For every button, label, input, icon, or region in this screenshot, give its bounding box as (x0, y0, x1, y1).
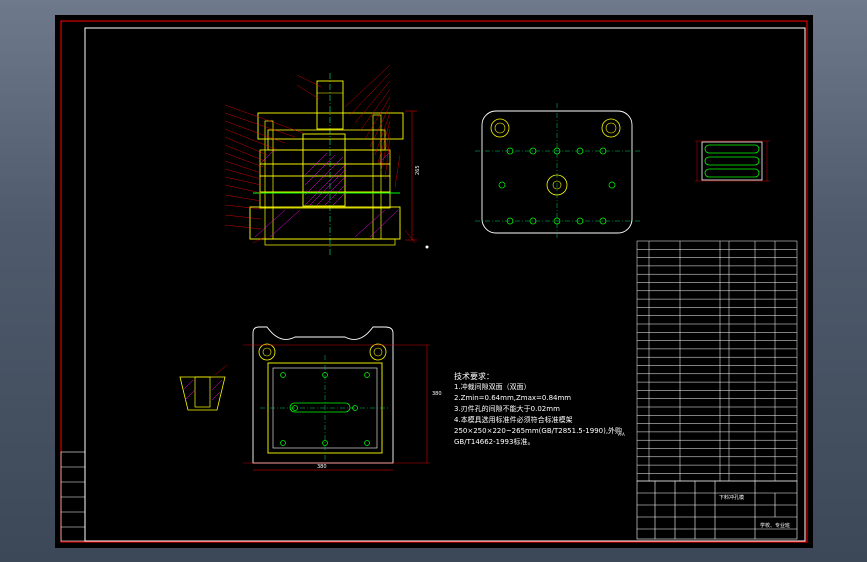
notes-line-4: 4.本模具选用标准件必须符合标准模架 (454, 416, 573, 424)
drawing-name: 下料冲孔模 (719, 494, 744, 501)
technical-notes: 技术要求： 1.冲裁间隙双面（双面） 2.Zmin=0.64mm,Zmax=0.84… (454, 371, 622, 448)
plan-height-dim: 380 (432, 391, 442, 397)
front-section-view: 265 (224, 64, 429, 255)
title-block (636, 480, 798, 540)
section-label: A-A (618, 432, 625, 437)
plan-width-dim: 380 (317, 464, 327, 470)
elev-height-dim: 265 (415, 165, 421, 175)
notes-heading: 技术要求： (454, 372, 494, 381)
lower-plan-view: 380 380 (243, 326, 442, 471)
parts-list-table (636, 240, 798, 482)
notes-line-2: 2.Zmin=0.64mm,Zmax=0.84mm (454, 394, 572, 402)
notes-line-3: 3.刃件孔的间隙不能大于0.02mm (454, 405, 560, 413)
outer-border (60, 20, 808, 543)
workpiece-view (695, 140, 770, 182)
detail-pin-view (179, 364, 228, 411)
notes-line-5: 250×250×220~265mm(GB/T2851.5-1990),外购 (454, 427, 623, 435)
side-stamp (60, 451, 86, 542)
inner-frame (84, 27, 806, 542)
drawing-sheet: 265 (55, 15, 813, 548)
company-name: 学校、专业班 (760, 522, 790, 529)
notes-line-1: 1.冲裁间隙双面（双面） (454, 383, 531, 391)
cad-drawing: 265 (60, 20, 808, 543)
upper-plan-view (475, 103, 640, 240)
notes-line-6: GB/T14662-1993标准。 (454, 438, 535, 446)
